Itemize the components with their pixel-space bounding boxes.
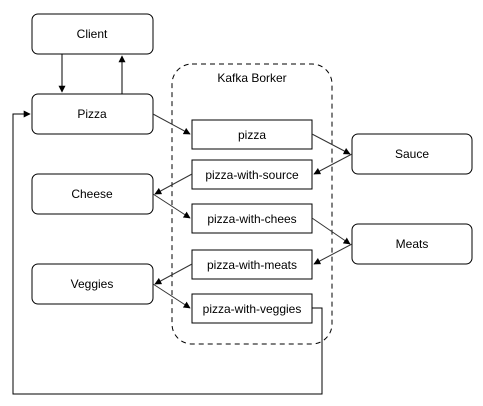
edge-veggies-to-topic-with-veggies [152, 283, 191, 309]
kafka-broker-group: Kafka Borker [171, 63, 333, 345]
veggies-label: Veggies [71, 277, 114, 291]
edge-topic-with-meats-to-veggies [154, 263, 193, 285]
edge-cheese-to-topic-with-chees [152, 193, 191, 219]
client-label: Client [77, 27, 108, 41]
edge-topic-with-chees-to-meats [311, 217, 351, 245]
topic-pizza-with-source[interactable]: pizza-with-source [191, 159, 313, 190]
edge-pizza-to-topic-pizza [152, 113, 191, 135]
topic-pizza[interactable]: pizza [191, 119, 313, 150]
kafka-broker-label: Kafka Borker [217, 71, 286, 85]
sauce-node[interactable]: Sauce [351, 133, 473, 175]
cheese-node[interactable]: Cheese [31, 173, 154, 215]
meats-node[interactable]: Meats [351, 223, 473, 265]
edge-topic-with-veggies-loop-to-pizza [12, 110, 323, 395]
edge-topic-pizza-to-sauce [311, 133, 351, 155]
topic-pizza-with-chees[interactable]: pizza-with-chees [191, 203, 313, 234]
topic-pizza-with-veggies[interactable]: pizza-with-veggies [191, 293, 313, 324]
client-node[interactable]: Client [31, 13, 154, 55]
veggies-node[interactable]: Veggies [31, 263, 154, 305]
edge-topic-with-source-to-cheese [154, 173, 193, 195]
topic-pizza-with-source-label: pizza-with-source [205, 168, 299, 182]
topic-pizza-with-veggies-label: pizza-with-veggies [203, 302, 302, 316]
meats-label: Meats [396, 237, 429, 251]
topic-pizza-with-meats[interactable]: pizza-with-meats [191, 249, 313, 280]
cheese-label: Cheese [71, 187, 113, 201]
edge-sauce-to-topic-with-source [313, 153, 353, 175]
edge-meats-to-topic-with-meats [313, 243, 353, 265]
sauce-label: Sauce [395, 147, 429, 161]
topic-pizza-with-meats-label: pizza-with-meats [207, 258, 297, 272]
pizza-node[interactable]: Pizza [31, 93, 154, 135]
topic-pizza-with-chees-label: pizza-with-chees [207, 212, 296, 226]
pizza-label: Pizza [77, 107, 107, 121]
topic-pizza-label: pizza [238, 128, 266, 142]
